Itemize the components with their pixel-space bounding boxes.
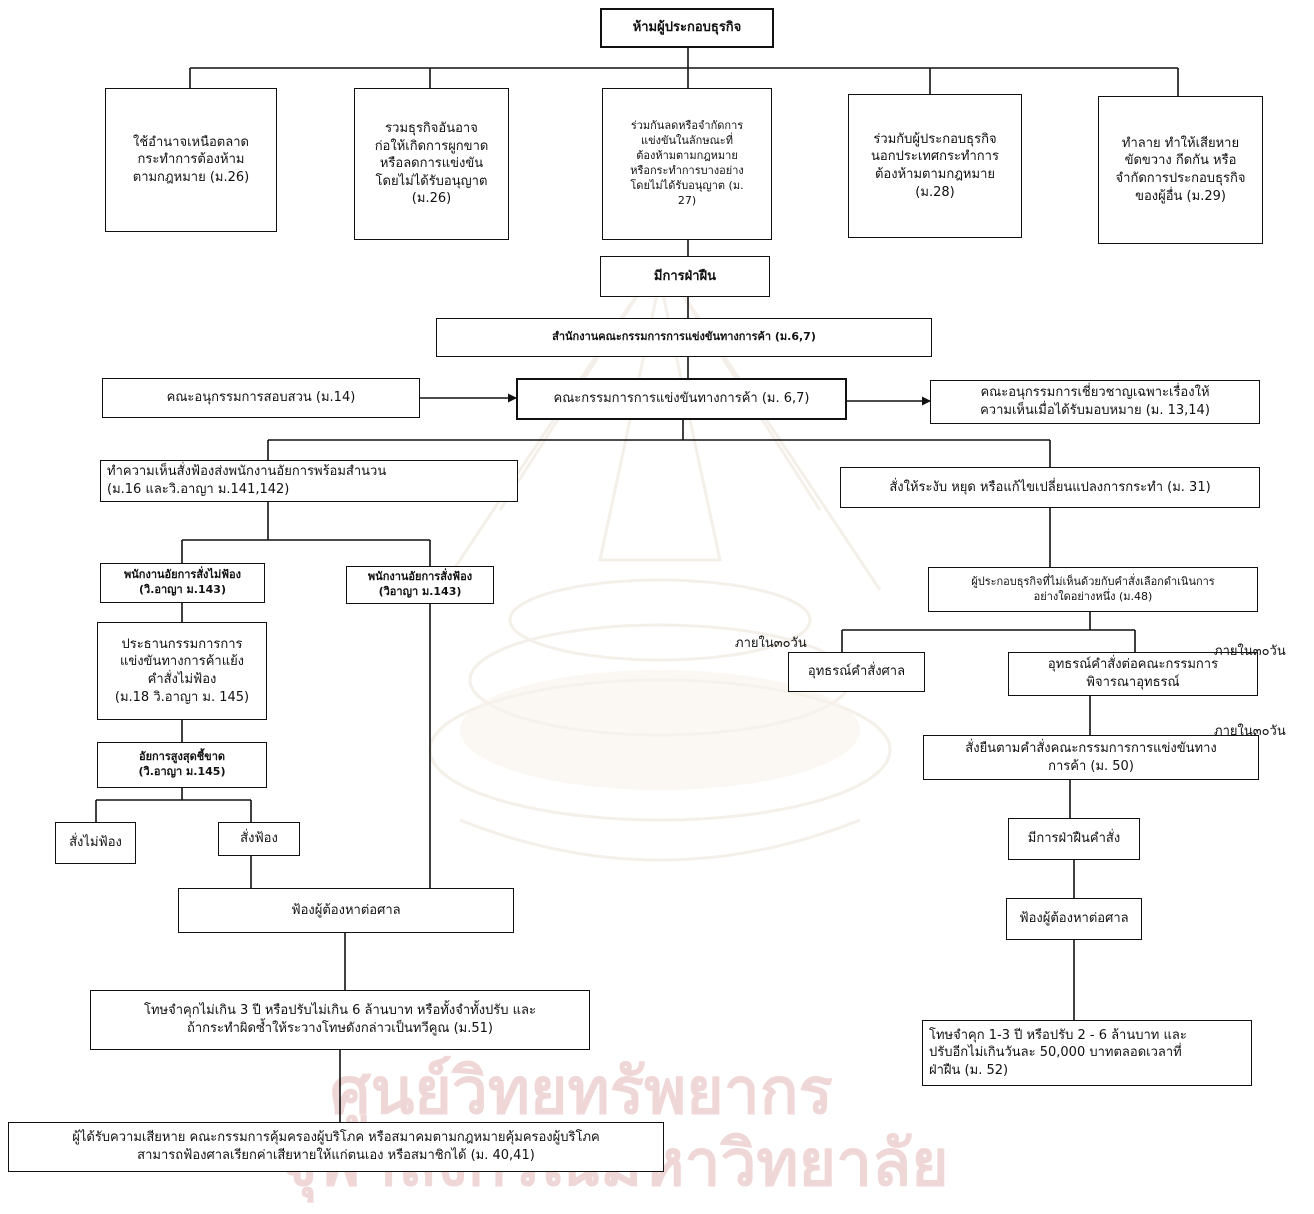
node-investigation-subcommittee: คณะอนุกรรมการสอบสวน (ม.14): [102, 378, 420, 418]
node-prosecutor-prosecute: พนักงานอัยการสั่งฟ้อง (วิอาญา ม.143): [346, 566, 494, 604]
node-disagree-order: ผู้ประกอบธุรกิจที่ไม่เห็นด้วยกับคำสั่งเล…: [928, 567, 1258, 612]
label-within-30-days-left: ภายใน๓๐วัน: [735, 636, 807, 651]
node-violation: มีการฝ่าฝืน: [600, 256, 770, 297]
node-restrict-competition: ร่วมกันลดหรือจำกัดการ แข่งขันในลักษณะที่…: [602, 88, 772, 240]
node-competition-commission: คณะกรรมการการแข่งขันทางการค้า (ม. 6,7): [516, 378, 847, 420]
node-expert-subcommittee: คณะอนุกรรมการเชี่ยวชาญเฉพาะเรื่องให้ ควา…: [930, 380, 1260, 424]
connector-lines: [95, 48, 1179, 1122]
node-appeal-court: อุทธรณ์คำสั่งศาล: [788, 652, 925, 692]
node-damage-claim: ผู้ได้รับความเสียหาย คณะกรรมการคุ้มครองผ…: [8, 1122, 664, 1172]
node-prosecution-opinion: ทำความเห็นสั่งฟ้องส่งพนักงานอัยการพร้อมส…: [100, 460, 518, 502]
node-market-dominance: ใช้อำนาจเหนือตลาด กระทำการต้องห้าม ตามกฎ…: [105, 88, 277, 232]
node-attorney-general: อัยการสูงสุดชี้ขาด (วิ.อาญา ม.145): [97, 742, 267, 788]
flowchart: ศูนย์วิทยทรัพยากร จุฬาลงกรณ์มหาวิทยาลัย: [8, 8, 1286, 1201]
node-order-no-prosecute: สั่งไม่ฟ้อง: [55, 822, 136, 864]
node-damage-obstruct: ทำลาย ทำให้เสียหาย ขัดขวาง กีดกัน หรือ จ…: [1098, 96, 1263, 244]
node-prohibited-business: ห้ามผู้ประกอบธุรกิจ: [600, 8, 774, 48]
node-order-prosecute: สั่งฟ้อง: [218, 822, 300, 856]
node-prosecutor-no-prosecute: พนักงานอัยการสั่งไม่ฟ้อง (วิ.อาญา ม.143): [100, 563, 265, 603]
node-chairman-objection: ประธานกรรมการการ แข่งขันทางการค้าแย้ง คำ…: [97, 622, 267, 720]
label-within-30-days-right: ภายใน๓๐วัน: [1214, 644, 1286, 659]
node-uphold-order: สั่งยืนตามคำสั่งคณะกรรมการการแข่งขันทาง …: [923, 735, 1259, 780]
node-penalty-51: โทษจำคุกไม่เกิน 3 ปี หรือปรับไม่เกิน 6 ล…: [90, 990, 590, 1050]
node-foreign-business: ร่วมกับผู้ประกอบธุรกิจ นอกประเทศกระทำการ…: [848, 94, 1022, 238]
node-violate-order: มีการฝ่าฝืนคำสั่ง: [1008, 818, 1140, 860]
node-business-merger: รวมธุรกิจอันอาจ ก่อให้เกิดการผูกขาด หรือ…: [354, 88, 509, 240]
node-order-stop: สั่งให้ระงับ หยุด หรือแก้ไขเปลี่ยนแปลงกา…: [840, 467, 1260, 508]
node-sue-court-right: ฟ้องผู้ต้องหาต่อศาล: [1006, 898, 1142, 940]
node-appeal-committee: อุทธรณ์คำสั่งต่อคณะกรรมการ พิจารณาอุทธรณ…: [1008, 652, 1258, 696]
node-penalty-52: โทษจำคุก 1-3 ปี หรือปรับ 2 - 6 ล้านบาท แ…: [922, 1020, 1252, 1086]
node-sue-court-left: ฟ้องผู้ต้องหาต่อศาล: [178, 888, 514, 933]
label-within-30-days-appeal: ภายใน๓๐วัน: [1214, 724, 1286, 739]
node-commission-office: สำนักงานคณะกรรมการการแข่งขันทางการค้า (ม…: [436, 318, 932, 357]
